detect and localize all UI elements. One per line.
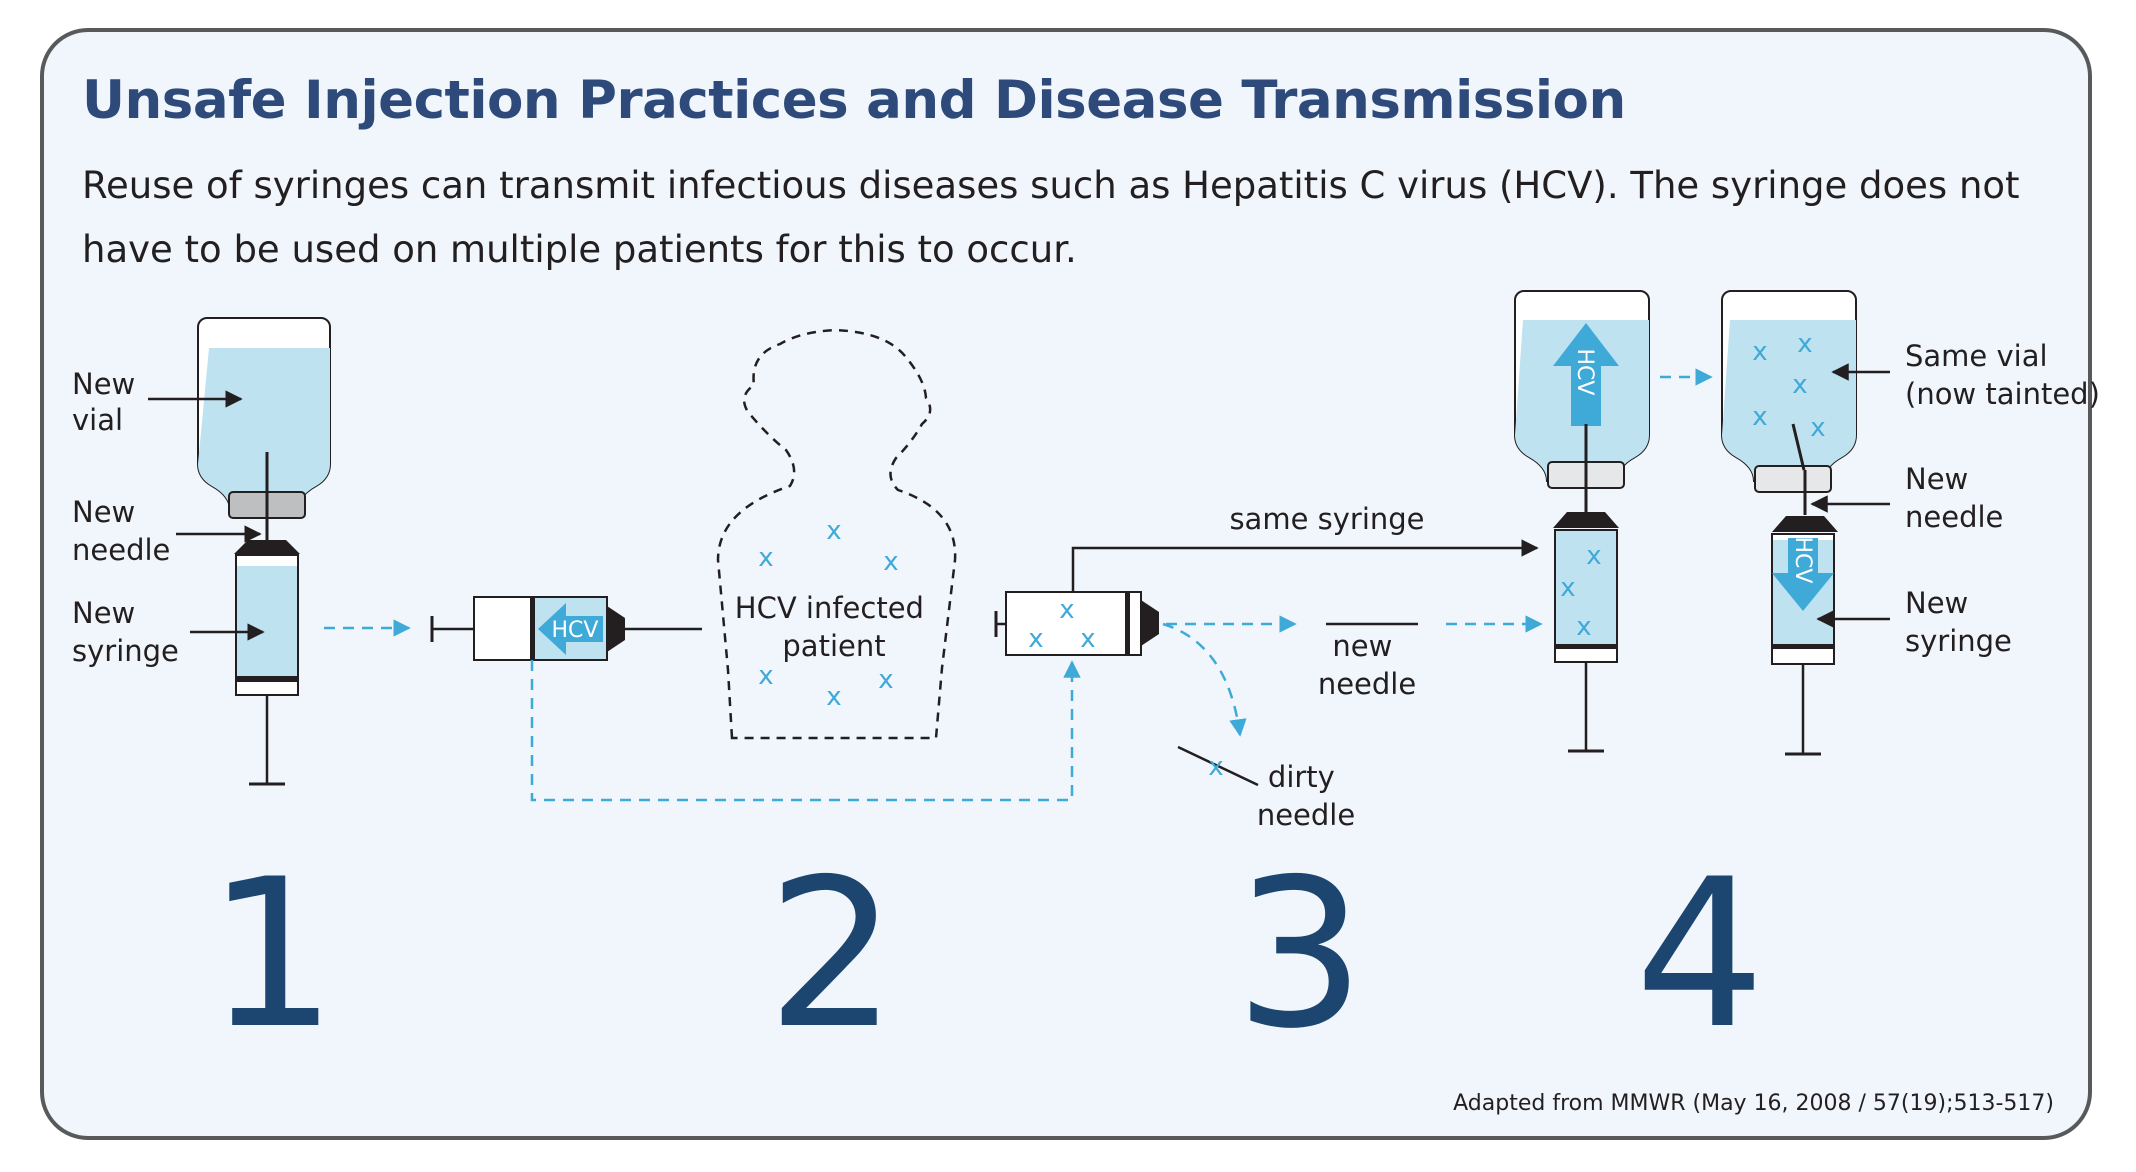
step-1-group: New vial New needle New syringe <box>72 317 411 786</box>
patient-x-mark: x <box>883 547 898 577</box>
patient-label: HCV infected patient <box>735 591 933 663</box>
step-3-group: x x x same syringe new needle x dirty ne… <box>994 502 1543 832</box>
vial-x-mark: x <box>1810 413 1825 443</box>
new-vial-icon <box>197 317 331 519</box>
dirty-needle-label: dirty needle <box>1257 760 1355 832</box>
hcv-label: HCV <box>1572 349 1597 396</box>
reused-syringe-icon <box>1553 512 1619 753</box>
syringe-x-mark: x <box>1576 612 1591 642</box>
patient-x-mark: x <box>758 543 773 573</box>
same-syringe-arrow <box>1071 539 1539 592</box>
step-4-group: HCV x x x x x x x x <box>1514 290 2100 756</box>
patient-x-mark: x <box>758 661 773 691</box>
figure-title: Unsafe Injection Practices and Disease T… <box>82 70 1626 131</box>
new-needle-4-label: New needle <box>1905 462 2003 534</box>
syringe-horizontal-icon: HCV <box>430 596 702 661</box>
syringe-x-mark: x <box>1586 541 1601 571</box>
new-syringe-4-label: New syringe <box>1905 586 2012 658</box>
hcv-up-arrow-icon <box>1553 323 1619 426</box>
syringe-x-mark: x <box>1059 595 1074 625</box>
hcv-arrow-icon <box>538 603 603 655</box>
tainted-vial-icon <box>1721 290 1857 493</box>
new-syringe-label: New syringe <box>72 596 179 668</box>
vial-contaminating-icon: HCV <box>1514 290 1650 489</box>
patient-x-mark: x <box>826 516 841 546</box>
same-vial-label: Same vial (now tainted) <box>1905 339 2100 411</box>
hcv-label: HCV <box>1790 537 1815 584</box>
new-syringe-icon <box>234 540 300 786</box>
syringe-x-mark: x <box>1560 573 1575 603</box>
source-credit: Adapted from MMWR (May 16, 2008 / 57(19)… <box>1453 1091 2054 1116</box>
step-number-2: 2 <box>767 836 897 1074</box>
syringe-x-mark: x <box>1028 624 1043 654</box>
dirty-needle-x-mark: x <box>1208 752 1223 782</box>
vial-x-mark: x <box>1797 329 1812 359</box>
figure-panel <box>40 28 2092 1140</box>
hcv-label: HCV <box>552 618 599 643</box>
same-syringe-label: same syringe <box>1229 502 1424 536</box>
contaminated-syringe-icon <box>994 591 1159 656</box>
step-number-4: 4 <box>1635 836 1765 1074</box>
new-syringe-4-icon: HCV <box>1771 516 1838 756</box>
new-vial-label: New vial <box>72 367 144 437</box>
return-flow-arrow <box>530 660 1081 802</box>
vial-x-mark: x <box>1752 337 1767 367</box>
step-number-1: 1 <box>207 836 337 1074</box>
patient-x-mark: x <box>826 682 841 712</box>
discard-arrow <box>1162 622 1247 737</box>
patient-x-mark: x <box>878 665 893 695</box>
figure-subtitle: Reuse of syringes can transmit infectiou… <box>82 164 2020 271</box>
hcv-down-arrow-icon <box>1772 538 1834 611</box>
step-number-3: 3 <box>1235 836 1365 1074</box>
vial-x-mark: x <box>1752 402 1767 432</box>
needle-4b-line <box>1791 423 1806 471</box>
syringe-x-mark: x <box>1080 624 1095 654</box>
step-2-group: HCV x x x x x x HCV infected patient <box>430 328 1081 802</box>
new-needle-3-label: new needle <box>1318 629 1416 701</box>
new-needle-label: New needle <box>72 495 170 567</box>
vial-x-mark: x <box>1792 370 1807 400</box>
dirty-needle-icon <box>1177 745 1259 787</box>
